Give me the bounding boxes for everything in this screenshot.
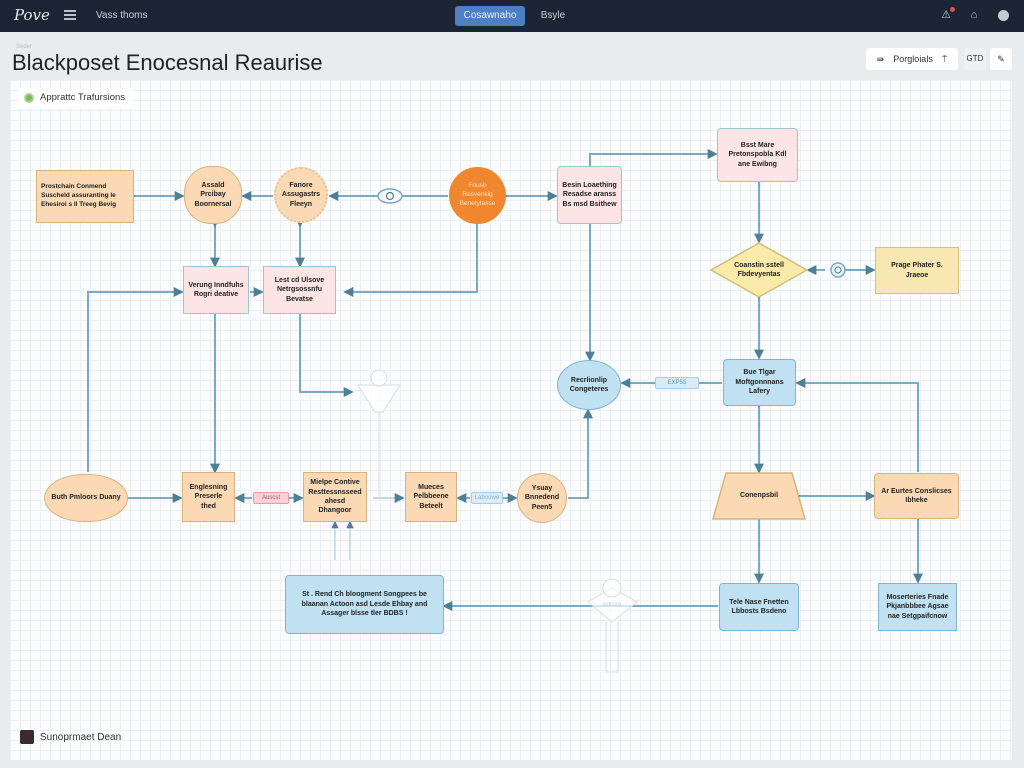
node-n8[interactable]: Lest cd Ulsove Netrgsossnfu Bevatse [263, 266, 336, 314]
node-n11[interactable]: Recrlionlip Congeteres [557, 360, 621, 410]
grid-toggle-button[interactable]: GTD [964, 48, 986, 70]
decision-diamond-shape[interactable] [710, 242, 808, 298]
diagram-label: Apprattc Trafursions [18, 88, 134, 108]
trapezoid-shape[interactable] [712, 472, 806, 520]
status-dot-icon [24, 93, 34, 103]
node-n22[interactable]: Moserteries Fnade Pkjanbbbee Agsae nae S… [878, 583, 957, 631]
notification-icon[interactable]: ⚠ [941, 9, 951, 21]
top-navigation-bar: Pove Vass thoms Cosawnaho Bsyle ⚠ ⌂ [0, 0, 1024, 32]
user-avatar-icon[interactable] [998, 10, 1009, 21]
footer-user[interactable]: Sunoprmaet Dean [20, 730, 121, 744]
workspace-name[interactable]: Vass thoms [96, 10, 148, 21]
node-n13[interactable]: Buth Pmloors Duany [44, 474, 128, 522]
user-avatar [20, 730, 34, 744]
edge-label-e4: Adcsre [602, 602, 622, 608]
node-n3[interactable]: Fanore Assugastrs Fleeyn [274, 167, 328, 223]
node-n5[interactable]: Besin Loaething Resadse aranss Bs msd Bs… [557, 166, 622, 224]
node-n15[interactable]: Mielpe Contive Resttessnsseed ahesd Dhan… [303, 472, 367, 522]
home-icon[interactable]: ⌂ [970, 9, 978, 21]
node-n14[interactable]: Englesning Preserle thed [182, 472, 235, 522]
user-name: Sunoprmaet Dean [40, 731, 122, 743]
diagram-label-text: Apprattc Trafursions [40, 92, 126, 103]
tab-style[interactable]: Bsyle [540, 10, 566, 21]
node-n1[interactable]: Prostchain Conmend Suscheld assuranting … [36, 170, 134, 223]
diagram-canvas[interactable] [10, 80, 1012, 760]
hamburger-menu-icon[interactable] [64, 10, 76, 20]
share-label: Porgloials [893, 54, 933, 64]
edge-label-e3[interactable]: Laboowe [471, 492, 503, 504]
pin-icon: ⍑ [942, 54, 948, 64]
app-logo[interactable]: Pove [14, 6, 50, 24]
notification-badge [950, 7, 955, 12]
share-arrow-icon: ⇛ [876, 54, 885, 64]
node-n17[interactable]: Ysuay Bnnedend Peen5 [517, 473, 567, 523]
node-n18[interactable]: Conenpsbil [739, 492, 779, 500]
pencil-icon[interactable]: ✎ [990, 48, 1012, 70]
node-n6[interactable]: Bsst Mare Pretonspobla Kdl ane Ewibng [717, 128, 798, 182]
edge-label-e1[interactable]: EXP55 [655, 377, 699, 389]
breadcrumb[interactable]: Seder [16, 44, 33, 50]
node-n2[interactable]: Assald Prcibay Boornersal [184, 166, 242, 224]
share-button[interactable]: ⇛ Porgloials ⍑ [866, 48, 958, 70]
node-n4[interactable]: Fousb Resvenkig Benetytasse [449, 167, 506, 224]
page-title: Blackposet Enocesnal Reaurise [12, 50, 323, 75]
edge-label-e2[interactable]: Auscst [253, 492, 289, 504]
tab-active[interactable]: Cosawnaho [455, 6, 525, 26]
node-n12[interactable]: Bue Tlgar Moftgonnnans Lafery [723, 359, 796, 406]
node-n16[interactable]: Mueces Pelbbeene Beteelt [405, 472, 457, 522]
node-n20[interactable]: St . Rend Ch bloogment Songpees be blaan… [285, 575, 444, 634]
node-n7[interactable]: Verung Inndfuhs Rogri deative [183, 266, 249, 314]
node-n10[interactable]: Prage Phater S. Jraeoe [875, 247, 959, 294]
node-n21[interactable]: Tele Nase Fnetten Lbbosts Bsdeno [719, 583, 799, 631]
node-n19[interactable]: Ar Eurtes Conslicses Ibheke [874, 473, 959, 519]
node-n9[interactable]: Coanstin sstell Fbdevyentas [734, 261, 784, 278]
